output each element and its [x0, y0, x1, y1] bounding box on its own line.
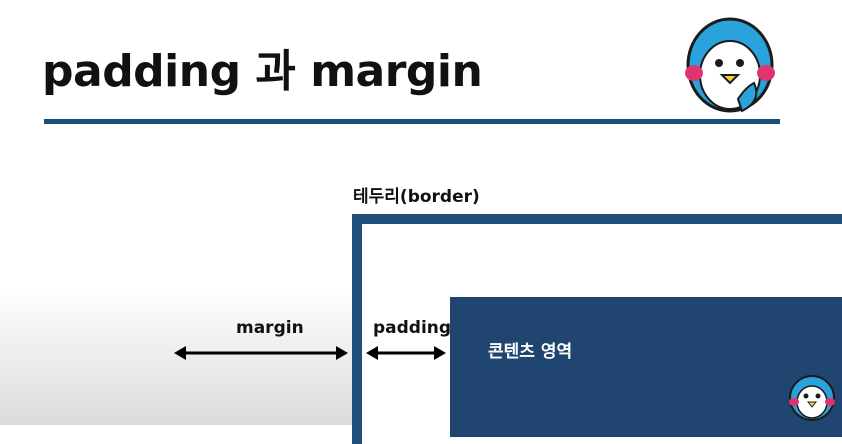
padding-double-arrow-icon — [366, 346, 446, 360]
penguin-mascot-icon — [685, 17, 775, 113]
border-label: 테두리(border) — [353, 187, 480, 207]
penguin-mascot-icon — [789, 375, 835, 421]
margin-label: margin — [236, 318, 304, 338]
padding-label: padding — [373, 318, 452, 338]
slide-title: padding 과 margin — [42, 46, 483, 97]
content-area-label: 콘텐츠 영역 — [488, 342, 573, 362]
title-underline — [44, 119, 780, 124]
content-area-box — [450, 297, 842, 437]
margin-double-arrow-icon — [174, 346, 348, 360]
